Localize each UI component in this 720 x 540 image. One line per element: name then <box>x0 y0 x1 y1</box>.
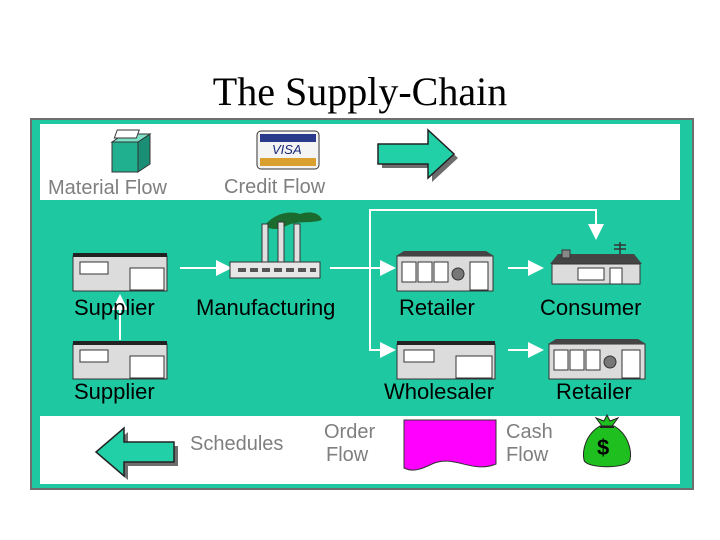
money-bag-icon <box>583 413 631 468</box>
material-flow-label: Material Flow <box>48 177 167 199</box>
building-icon <box>396 341 496 380</box>
manufacturing-label: Manufacturing <box>196 295 336 320</box>
box-icon <box>110 129 152 173</box>
order-flow-line1: Order <box>324 421 376 443</box>
building-icon <box>72 253 168 292</box>
credit-card-icon <box>256 130 320 170</box>
page-title: The Supply-Chain <box>212 69 508 114</box>
credit-flow-label: Credit Flow <box>224 176 326 198</box>
retailer-top-label: Retailer <box>399 295 475 320</box>
building-icon <box>72 341 168 380</box>
manufacturing-to-wholesaler-arrow <box>369 268 396 358</box>
visa-text: VISA <box>272 142 302 157</box>
to-consumer-arrow <box>369 209 604 268</box>
supplier-bottom-label: Supplier <box>74 379 155 404</box>
house-icon <box>550 242 642 285</box>
left-arrow-icon <box>94 426 178 480</box>
right-arrow-icon <box>377 128 458 182</box>
store-icon <box>396 251 494 292</box>
cash-flow-line1: Cash <box>506 421 553 443</box>
schedules-label: Schedules <box>190 433 284 455</box>
dollar-sign: $ <box>597 435 610 460</box>
wholesaler-label: Wholesaler <box>384 379 495 404</box>
supplier-top-label: Supplier <box>74 295 155 320</box>
factory-icon <box>229 212 322 279</box>
order-flow-line2: Flow <box>326 444 369 466</box>
retailer-bottom-label: Retailer <box>556 379 632 404</box>
consumer-label: Consumer <box>540 295 642 320</box>
cash-flow-line2: Flow <box>506 444 549 466</box>
document-icon <box>403 419 497 471</box>
store-icon <box>548 339 646 380</box>
